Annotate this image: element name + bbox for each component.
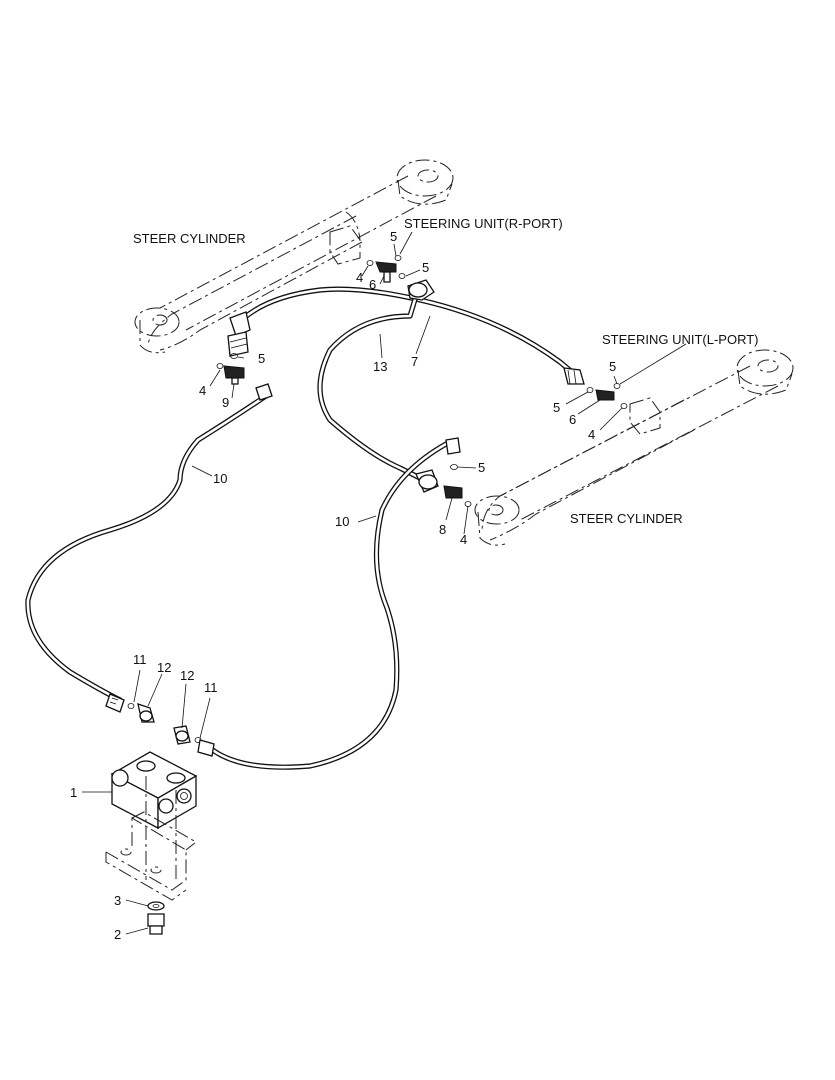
callout-12: 12: [157, 660, 171, 675]
callout-5: 5: [609, 359, 616, 374]
label-steer-cylinder-lower: STEER CYLINDER: [570, 511, 683, 526]
callout-11: 11: [133, 652, 147, 667]
callout-4: 4: [199, 383, 206, 398]
callout-4: 4: [588, 427, 595, 442]
hose-10-right: [207, 441, 449, 770]
callout-12: 12: [180, 668, 194, 683]
hose-10-left: [25, 393, 269, 703]
callout-5: 5: [258, 351, 265, 366]
bolt-and-washer: [147, 901, 165, 935]
callout-2: 2: [114, 927, 121, 942]
text-labels: STEER CYLINDER STEER CYLINDER STEERING U…: [70, 216, 759, 942]
callout-6: 6: [369, 277, 376, 292]
callout-5: 5: [553, 400, 560, 415]
hoses: [25, 286, 575, 770]
callout-3: 3: [114, 893, 121, 908]
callout-1: 1: [70, 785, 77, 800]
callout-6: 6: [569, 412, 576, 427]
callout-13: 13: [373, 359, 387, 374]
callout-5: 5: [422, 260, 429, 275]
label-steer-cylinder-upper: STEER CYLINDER: [133, 231, 246, 246]
priority-valve: [110, 751, 198, 830]
callout-9: 9: [222, 395, 229, 410]
callout-4: 4: [356, 270, 363, 285]
callout-8: 8: [439, 522, 446, 537]
callout-5: 5: [390, 229, 397, 244]
label-steering-unit-r-port: STEERING UNIT(R-PORT): [404, 216, 563, 231]
steer-cylinder-lower: [474, 349, 794, 546]
steer-cylinder-upper: [134, 159, 454, 354]
callout-11: 11: [204, 680, 218, 695]
hose-7: [241, 286, 575, 375]
label-steering-unit-l-port: STEERING UNIT(L-PORT): [602, 332, 759, 347]
callout-10: 10: [335, 514, 349, 529]
callout-4: 4: [460, 532, 467, 547]
callout-5: 5: [478, 460, 485, 475]
fittings: [105, 255, 628, 757]
callout-7: 7: [411, 354, 418, 369]
mounting-bracket: [105, 776, 197, 901]
callout-10: 10: [213, 471, 227, 486]
leader-lines: [82, 231, 687, 935]
